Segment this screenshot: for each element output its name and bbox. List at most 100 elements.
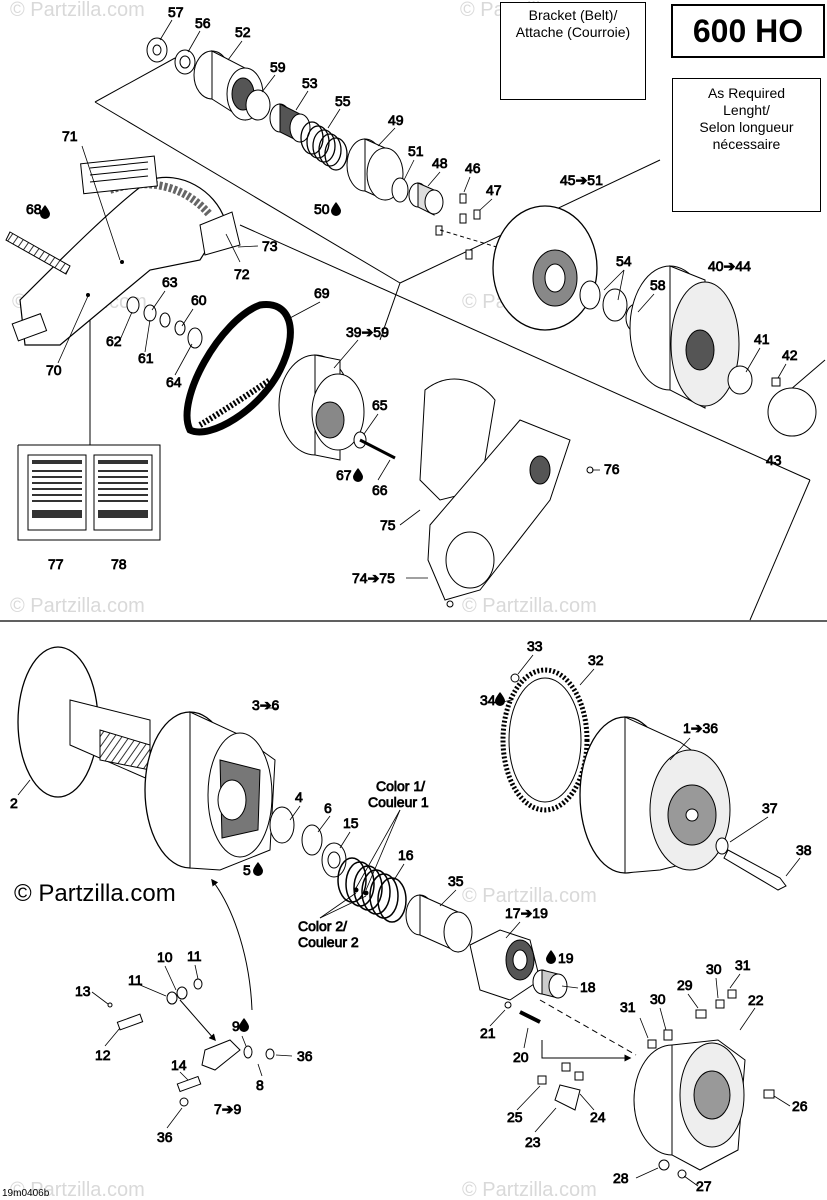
callout-74-75: 74➔75 <box>352 570 395 586</box>
callouts-bottom: 33 32 34 1➔36 3➔6 2 4 6 15 5 16 Color 1/… <box>10 638 813 1195</box>
callout-58: 58 <box>650 277 666 293</box>
bolt-38 <box>723 849 787 891</box>
callout-67: 67 <box>336 467 352 483</box>
callout-28: 28 <box>613 1170 629 1186</box>
screws-43-callout <box>767 387 817 437</box>
watermark: © Partzilla.com <box>462 1179 597 1200</box>
drive-pulley-1 <box>579 716 731 874</box>
color-mark-2 <box>363 890 369 896</box>
callout-25: 25 <box>507 1109 523 1125</box>
callout-64: 64 <box>166 374 182 390</box>
driven-pulley-39 <box>278 354 365 461</box>
callout-45-51: 45➔51 <box>560 172 603 188</box>
spring-55 <box>300 121 348 171</box>
as-required-line-1: As Required <box>707 85 786 101</box>
callout-46: 46 <box>465 160 481 176</box>
callout-couleur-1: Couleur 1 <box>368 794 429 810</box>
callout-75: 75 <box>380 517 396 533</box>
callout-34: 34 <box>480 692 496 708</box>
bolt-66 <box>359 438 396 460</box>
callout-55: 55 <box>335 93 351 109</box>
callout-38: 38 <box>796 842 812 858</box>
callout-color-2: Color 2/ <box>298 918 347 934</box>
color-mark-1 <box>353 887 359 893</box>
callout-63: 63 <box>162 274 178 290</box>
callout-49: 49 <box>388 112 404 128</box>
callout-69: 69 <box>314 285 330 301</box>
governor-cup-40 <box>629 265 740 409</box>
spider-17 <box>469 929 541 1001</box>
callout-13: 13 <box>75 983 91 999</box>
callout-42: 42 <box>782 347 798 363</box>
callout-18: 18 <box>580 979 596 995</box>
washer-37 <box>715 837 729 855</box>
callout-54: 54 <box>616 253 632 269</box>
callout-76: 76 <box>604 461 620 477</box>
bushing-53 <box>269 103 311 143</box>
cam-52 <box>193 50 264 121</box>
callout-5: 5 <box>243 862 251 878</box>
bushing-18 <box>532 969 568 999</box>
callout-72: 72 <box>234 266 250 282</box>
oil-drop-icon <box>239 692 556 1032</box>
callout-10: 10 <box>157 949 173 965</box>
callout-47: 47 <box>486 182 502 198</box>
callout-57: 57 <box>168 4 184 20</box>
callout-26: 26 <box>792 1098 808 1114</box>
input-shaft <box>5 231 71 275</box>
document-code: 19m0406b <box>2 1188 50 1199</box>
sliding-sheave-3 <box>144 711 276 871</box>
arrow-icon <box>179 878 632 1062</box>
bushing-48 <box>408 182 444 216</box>
brand-mark: © Partzilla.com <box>14 880 176 907</box>
sliding-sheave-45 <box>492 205 598 331</box>
as-required-line-3: Selon longueur <box>699 119 794 135</box>
callout-53: 53 <box>302 75 318 91</box>
callout-7-9: 7➔9 <box>214 1101 242 1117</box>
decals-77-78 <box>27 454 153 531</box>
watermark: © Partzilla.com <box>462 885 597 907</box>
clip-6 <box>301 824 323 856</box>
callout-61: 61 <box>138 350 154 366</box>
watermark: © Partzilla.com <box>10 1179 145 1200</box>
callout-2: 2 <box>10 795 18 811</box>
washer-54b <box>602 288 628 322</box>
callout-62: 62 <box>106 333 122 349</box>
screw-33 <box>510 673 520 683</box>
callout-color-1: Color 1/ <box>376 778 425 794</box>
bracket-72 <box>199 211 241 256</box>
callout-35: 35 <box>448 873 464 889</box>
callout-32: 32 <box>588 652 604 668</box>
as-required-legend: As Required Lenght/ Selon longueur néces… <box>672 78 821 212</box>
callout-37: 37 <box>762 800 778 816</box>
callout-39-59: 39➔59 <box>346 324 389 340</box>
callout-8: 8 <box>256 1077 264 1093</box>
callout-30a: 30 <box>650 991 666 1007</box>
belt-guard <box>11 155 226 346</box>
callout-11a: 11 <box>187 948 202 964</box>
callout-24: 24 <box>590 1109 606 1125</box>
bracket-legend: Bracket (Belt)/ Attache (Courroie) <box>500 2 646 100</box>
fixed-sheave-2 <box>17 646 151 798</box>
retainer-41 <box>727 365 753 395</box>
callout-59: 59 <box>270 59 286 75</box>
callout-3-6: 3➔6 <box>252 697 280 713</box>
callout-66: 66 <box>372 482 388 498</box>
callout-73: 73 <box>262 238 278 254</box>
callout-27: 27 <box>696 1178 712 1194</box>
callout-couleur-2: Couleur 2 <box>298 934 359 950</box>
callout-48: 48 <box>432 155 448 171</box>
callout-43: 43 <box>766 452 782 468</box>
callout-56: 56 <box>195 15 211 31</box>
callout-31b: 31 <box>735 957 751 973</box>
lever-arm-7 <box>107 978 584 1111</box>
assembly-brackets <box>17 57 826 621</box>
callout-33: 33 <box>527 638 543 654</box>
callout-68: 68 <box>26 201 42 217</box>
callout-60: 60 <box>191 292 207 308</box>
callout-36b: 36 <box>157 1129 173 1145</box>
oil-drop-icon <box>40 202 363 482</box>
callout-12: 12 <box>95 1047 111 1063</box>
bracket-title-fr: Attache (Courroie) <box>515 24 631 40</box>
clip-51 <box>391 177 409 203</box>
